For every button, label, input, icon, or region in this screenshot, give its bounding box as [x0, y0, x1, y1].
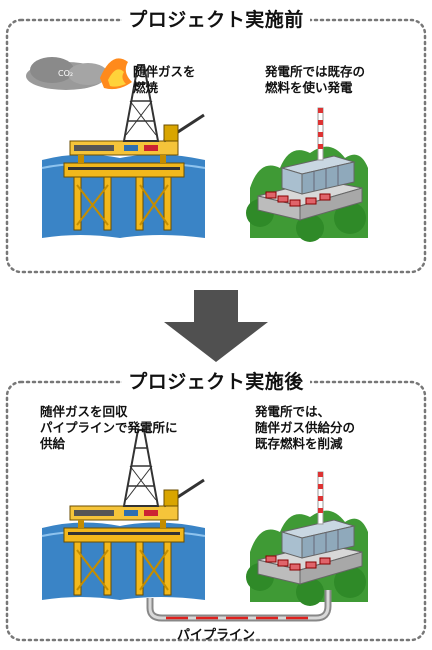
after-title: プロジェクト実施後	[0, 371, 432, 393]
co2-label: CO₂	[58, 69, 74, 78]
after-left-caption: 随伴ガスを回収 パイプラインで発電所に 供給	[40, 404, 178, 451]
before-title: プロジェクト実施前	[0, 9, 432, 31]
pipeline-label: パイプライン	[176, 628, 255, 643]
after-right-caption: 発電所では、 随伴ガス供給分の 既存燃料を削減	[255, 404, 356, 451]
before-left-caption: 随伴ガスを 燃焼	[133, 64, 196, 95]
before-right-caption: 発電所では既存の 燃料を使い発電	[265, 64, 366, 95]
